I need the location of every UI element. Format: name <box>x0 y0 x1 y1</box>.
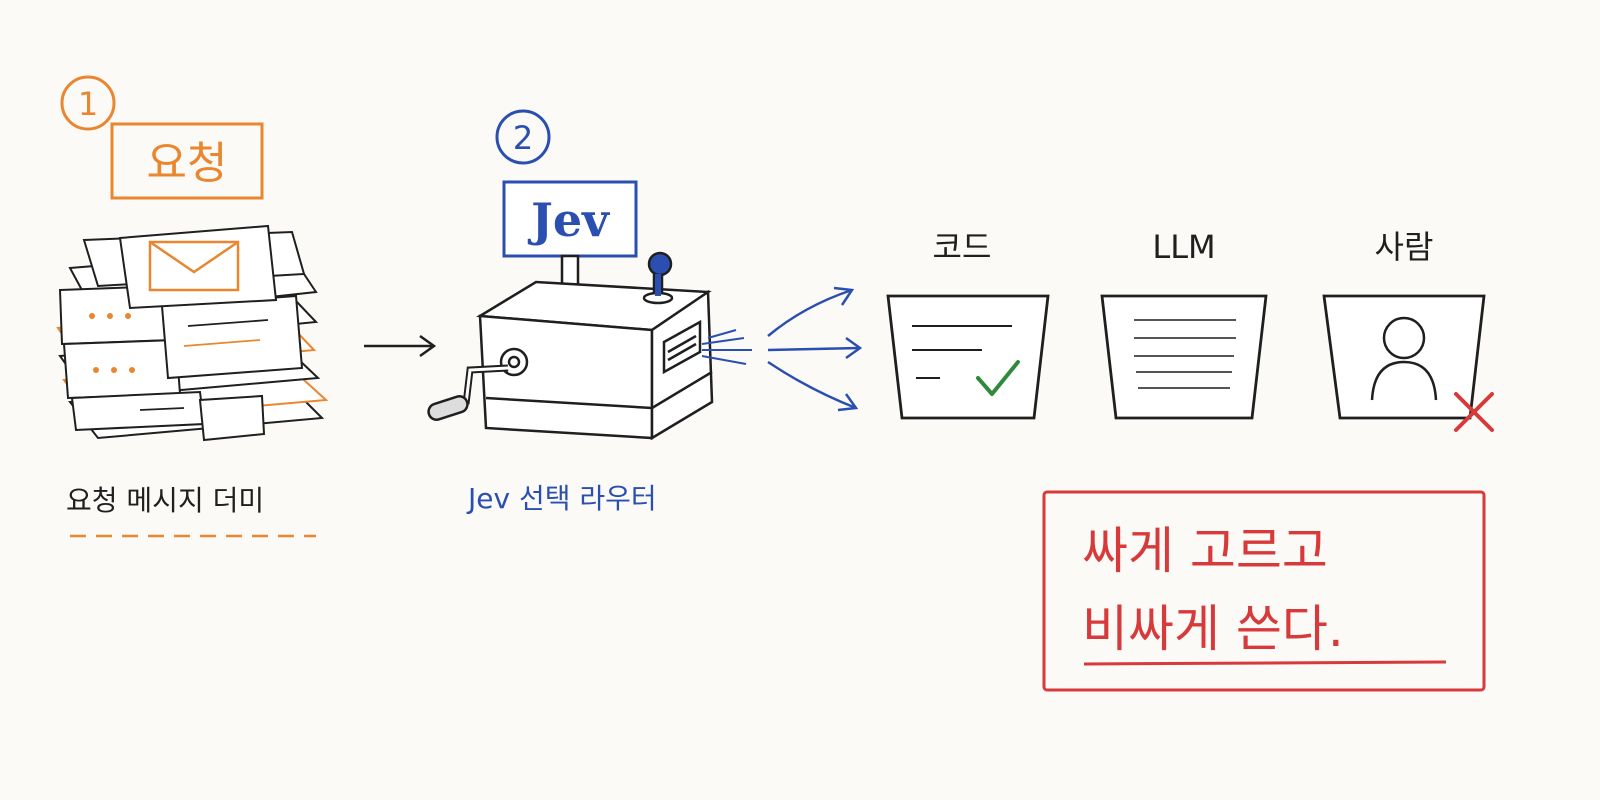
arrow-down-right-icon <box>767 360 859 412</box>
target-llm-label: LLM <box>1152 228 1215 266</box>
code-document-icon <box>886 294 1050 420</box>
note-box: 싸게 고르고 비싸게 쓴다. <box>1042 490 1486 692</box>
target-human: 사람 <box>1322 228 1494 432</box>
text-lines-document-icon <box>1100 294 1268 420</box>
target-code-label: 코드 <box>933 228 992 266</box>
routing-arrows <box>767 286 863 412</box>
step-two: 2 Jev <box>427 109 752 515</box>
note-line-1: 싸게 고르고 <box>1082 522 1328 580</box>
message-stack-icon <box>56 224 329 442</box>
router-machine-icon <box>427 251 714 441</box>
x-mark-icon <box>1454 392 1494 432</box>
jev-sign-label: Jev <box>527 193 610 247</box>
target-human-label: 사람 <box>1375 228 1434 266</box>
arrow-up-right-icon <box>767 286 855 337</box>
arrow-right-icon <box>767 336 863 360</box>
arrow-right-icon <box>364 334 437 358</box>
step-one-caption: 요청 메시지 더미 <box>66 484 264 517</box>
motion-lines <box>701 329 752 365</box>
jev-sign-box <box>502 180 638 258</box>
step-one: 1 요청 <box>56 75 329 538</box>
target-code: 코드 <box>886 228 1050 420</box>
step-one-number: 1 <box>78 85 98 123</box>
step-one-label: 요청 <box>147 138 228 189</box>
check-icon <box>976 360 1020 396</box>
note-line-2: 비싸게 쓴다. <box>1082 600 1344 658</box>
step-two-caption: Jev 선택 라우터 <box>466 482 657 515</box>
step-one-label-box <box>110 122 264 200</box>
target-llm: LLM <box>1100 228 1268 420</box>
step-one-number-circle <box>60 75 116 131</box>
step-two-number-circle <box>495 109 551 165</box>
note-underline <box>1083 660 1447 666</box>
step-two-number: 2 <box>513 119 533 157</box>
